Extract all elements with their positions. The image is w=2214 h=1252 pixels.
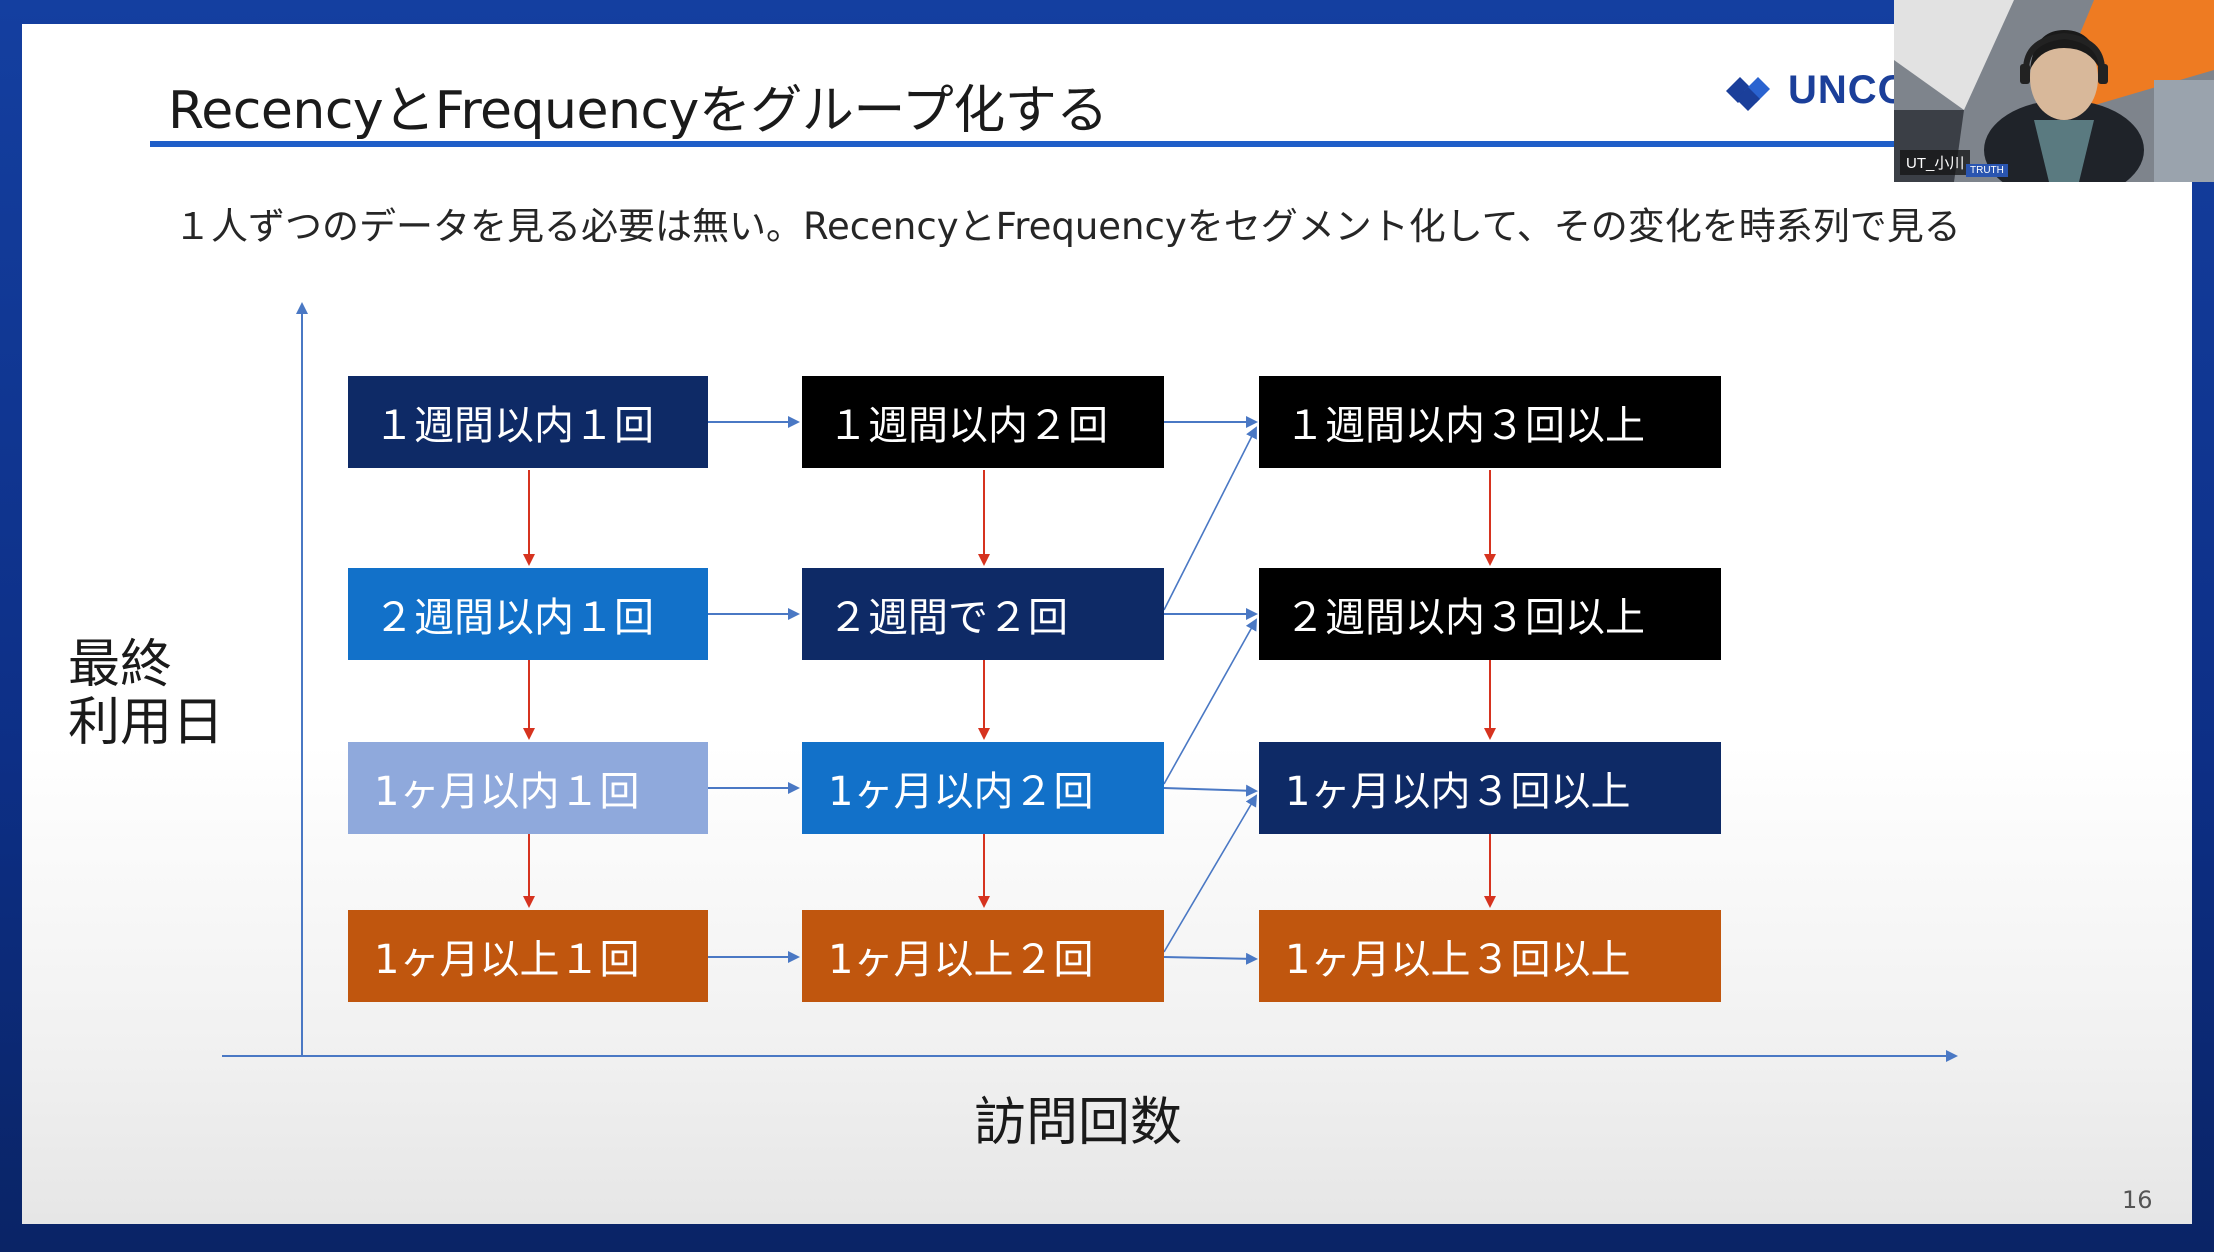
segment-2w-2: ２週間で２回 xyxy=(802,568,1164,660)
segment-over1m-2: 1ヶ月以上２回 xyxy=(802,910,1164,1002)
webcam-name-tag: UT_小川 xyxy=(1900,150,1971,175)
arrow-diag-r2-to-r1 xyxy=(1163,426,1257,611)
segment-2w-3plus: ２週間以内３回以上 xyxy=(1259,568,1721,660)
segment-2w-1: ２週間以内１回 xyxy=(348,568,708,660)
segment-1m-1: 1ヶ月以内１回 xyxy=(348,742,708,834)
brand-name: UNCO xyxy=(1788,68,1910,112)
brand-logo: UNCO xyxy=(1722,68,1910,113)
y-axis-label-line2: 利用日 xyxy=(68,693,225,753)
y-axis-label-line1: 最終 xyxy=(68,635,173,695)
slide-title: RecencyとFrequencyをグループ化する xyxy=(168,81,1108,141)
segment-1w-1: １週間以内１回 xyxy=(348,376,708,468)
page-number: 16 xyxy=(2122,1186,2153,1214)
slide: RecencyとFrequencyをグループ化する UNCO １人ずつのデータを… xyxy=(22,24,2192,1224)
segment-1m-2: 1ヶ月以内２回 xyxy=(802,742,1164,834)
webcam-sub-tag: TRUTH xyxy=(1966,164,2008,177)
webcam-overlay: UT_小川 TRUTH xyxy=(1894,0,2214,182)
arrow-diag-r4-to-r3 xyxy=(1163,794,1258,953)
arrow-diag-r3-to-r2 xyxy=(1163,618,1257,785)
segment-over1m-1: 1ヶ月以上１回 xyxy=(348,910,708,1002)
segment-1m-3plus: 1ヶ月以内３回以上 xyxy=(1259,742,1721,834)
segment-over1m-3plus: 1ヶ月以上３回以上 xyxy=(1259,910,1721,1002)
x-axis-label: 訪問回数 xyxy=(974,1093,1183,1153)
title-underline xyxy=(150,141,2060,147)
arrow-right-c2-r4 xyxy=(1163,952,1258,965)
arrow-right-c2-r3 xyxy=(1163,784,1258,797)
diagram-arrows xyxy=(222,302,1958,1062)
slide-subtitle: １人ずつのデータを見る必要は無い。RecencyとFrequencyをセグメント… xyxy=(174,205,1961,248)
segment-1w-2: １週間以内２回 xyxy=(802,376,1164,468)
brand-logo-icon xyxy=(1726,76,1770,111)
y-axis-label: 最終 利用日 xyxy=(68,636,224,752)
segment-1w-3plus: １週間以内３回以上 xyxy=(1259,376,1721,468)
